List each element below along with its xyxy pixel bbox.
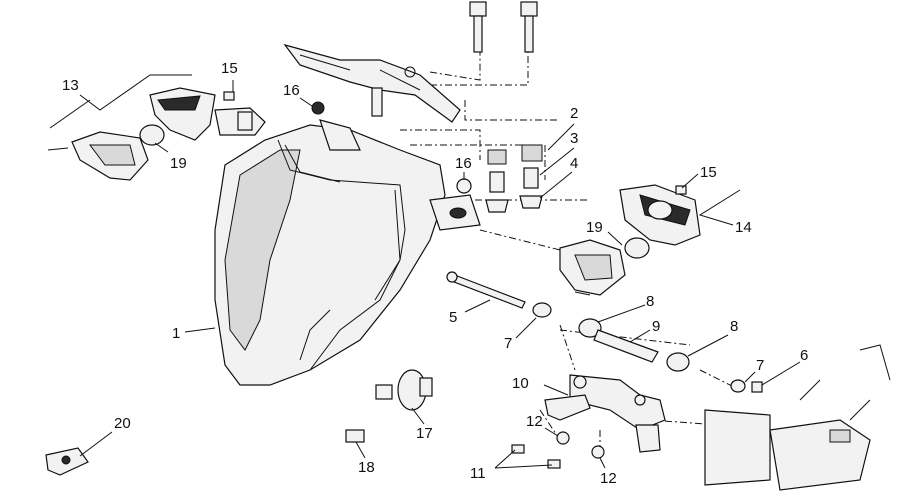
callout-17: 17	[416, 425, 433, 442]
callout-8-left: 8	[646, 293, 654, 310]
callout-numbers: 1 2 3 4 5 6 7 7 8 8 9 10 11 12 12 13 14 …	[62, 60, 808, 487]
callout-13: 13	[62, 77, 79, 94]
callout-10: 10	[512, 375, 529, 392]
callout-16-left: 16	[283, 82, 300, 99]
callout-12-lower: 12	[600, 470, 617, 487]
callout-4: 4	[570, 155, 578, 172]
callout-2: 2	[570, 105, 578, 122]
callout-15-left: 15	[221, 60, 238, 77]
callout-12-upper: 12	[526, 413, 543, 430]
callout-14: 14	[735, 219, 752, 236]
callout-15-right: 15	[700, 164, 717, 181]
leader-lines	[49, 74, 801, 469]
bulbs	[45, 369, 433, 476]
pivot-hardware	[446, 271, 763, 393]
upper-bracket	[283, 43, 461, 123]
left-turn-signal	[47, 87, 266, 181]
callout-9: 9	[652, 318, 660, 335]
callout-8-right: 8	[730, 318, 738, 335]
top-bolts	[469, 1, 538, 53]
callout-11: 11	[470, 465, 486, 482]
grommets	[311, 101, 543, 213]
right-turn-signal	[559, 184, 701, 296]
callout-18: 18	[358, 459, 375, 476]
callout-5: 5	[449, 309, 457, 326]
callout-20: 20	[114, 415, 131, 432]
callout-7-right: 7	[756, 357, 764, 374]
callout-6: 6	[800, 347, 808, 364]
callout-16-right: 16	[455, 155, 472, 172]
callout-19-left: 19	[170, 155, 187, 172]
callout-3: 3	[570, 130, 578, 147]
lower-bracket	[511, 374, 666, 469]
headlight-assembly	[214, 119, 481, 386]
callout-1: 1	[172, 325, 180, 342]
callout-19-right: 19	[586, 219, 603, 236]
frame-section	[704, 344, 891, 491]
callout-7-left: 7	[504, 335, 512, 352]
